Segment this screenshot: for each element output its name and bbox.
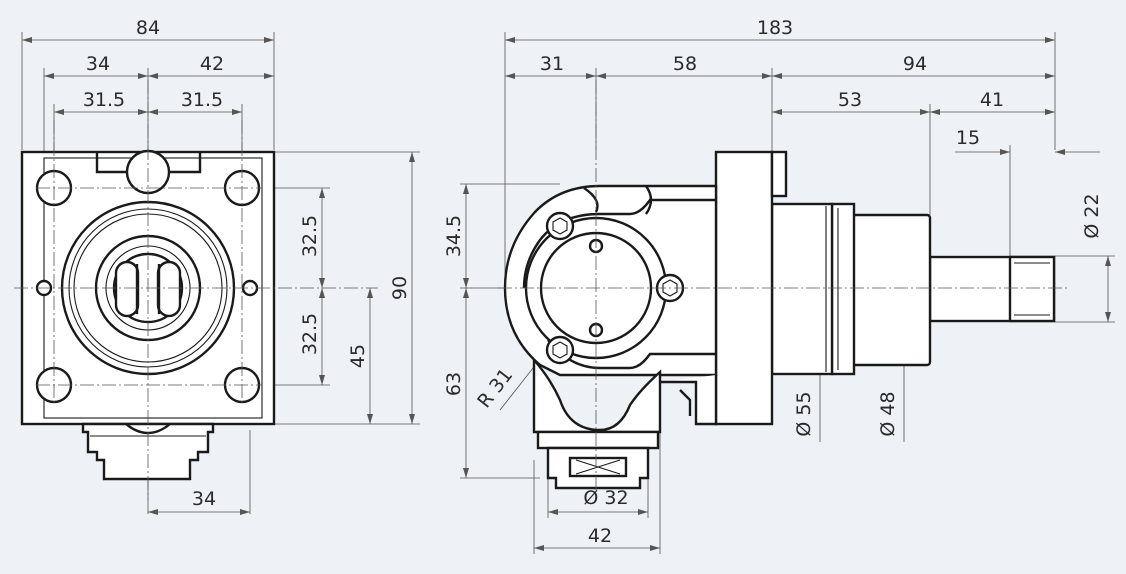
dim-lower-pitch: 32.5 [299, 313, 321, 355]
lower-housing [532, 356, 662, 434]
dim-dia-55: Ø 55 [793, 391, 815, 436]
dim-upper-pitch: 32.5 [299, 215, 321, 257]
dim-flange-to-end: 94 [903, 53, 927, 75]
dim-shaft-section: 41 [980, 89, 1004, 111]
shaft-end-knurl [1008, 255, 1056, 323]
dim-body-section: 53 [838, 89, 862, 111]
side-view [460, 32, 1115, 554]
dim-dia-32: Ø 32 [583, 487, 628, 509]
dim-left-width: 34 [86, 53, 110, 75]
dim-total-width: 84 [136, 17, 160, 39]
side-dimension-labels: 183 31 58 94 53 41 15 34.5 63 R 31 Ø 55 … [443, 17, 1103, 547]
side-bottom-collar [536, 430, 660, 450]
screw-top [545, 211, 575, 241]
front-drive-key-left [114, 260, 140, 318]
dim-left-to-axis: 31 [540, 53, 564, 75]
front-dimension-lines [22, 37, 415, 515]
dim-bottom-width-side: 42 [588, 525, 612, 547]
front-center-lines [14, 80, 378, 500]
dim-lower-height: 63 [443, 372, 465, 396]
front-view [14, 32, 420, 515]
front-dimension-labels: 84 34 42 31.5 31.5 32.5 32.5 45 90 34 [83, 17, 411, 510]
side-center-lines [498, 80, 1068, 500]
dim-upper-height: 34.5 [443, 215, 465, 257]
dim-left-half: 31.5 [83, 89, 125, 111]
front-drive-key-right [156, 260, 182, 318]
dim-axis-to-flange: 58 [673, 53, 697, 75]
front-bottom-spigot [81, 422, 215, 481]
dim-bottom-width-front: 34 [192, 488, 216, 510]
body-cylinder-55 [770, 202, 834, 376]
dim-dia-22: Ø 22 [1081, 193, 1103, 238]
dim-dia-48: Ø 48 [877, 391, 899, 436]
dim-center-height: 45 [347, 344, 369, 368]
dim-right-width: 42 [200, 53, 224, 75]
dim-total-length: 183 [757, 17, 793, 39]
body-cylinder-48 [850, 213, 932, 367]
dim-shaft-tip: 15 [956, 127, 980, 149]
dim-right-half: 31.5 [181, 89, 223, 111]
dim-total-height: 90 [389, 276, 411, 300]
flange-top-lip [770, 150, 788, 198]
screw-bottom [545, 335, 575, 365]
body-collar [830, 202, 856, 376]
